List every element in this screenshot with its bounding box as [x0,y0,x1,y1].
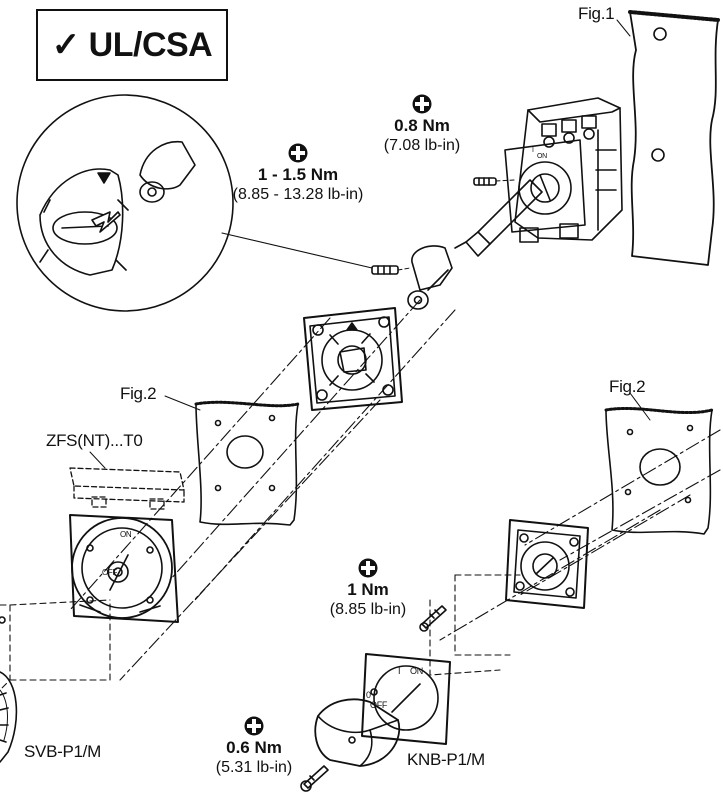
fig2-right-label: Fig.2 [609,377,646,396]
switch-on-mark: ON [537,153,547,160]
fig2-left-label: Fig.2 [120,384,157,403]
torque-spec-switch: 0.8 Nm (7.08 lb-in) [376,94,468,156]
zfs-cover [69,451,185,510]
torque-value: 0.8 Nm [394,116,450,135]
switch-mounting-screw [473,177,516,186]
fig1-label: Fig.1 [578,4,615,23]
certification-label: ✓ UL/CSA [51,26,213,64]
torque-imperial: (5.31 lb-in) [215,759,293,776]
plate-screw [419,605,447,632]
door-panel-right [604,392,714,535]
adapter-plate [303,307,403,411]
svb-on-mark: ON [120,530,132,539]
torque-spec-knob: 0.6 Nm (5.31 lb-in) [208,716,300,778]
zfs-label: ZFS(NT)...T0 [46,431,143,450]
door-panel-left [164,395,300,526]
extension-shaft [454,179,543,257]
mounting-rail-fig1 [616,10,720,266]
knb-front-plate [361,653,451,745]
torque-imperial: (8.85 lb-in) [329,601,407,618]
svb-label: SVB-P1/M [24,742,101,761]
phillips-screwdriver-icon [288,143,308,163]
torque-spec-handle: 1 - 1.5 Nm (8.85 - 13.28 lb-in) [223,143,373,205]
torque-value: 1 - 1.5 Nm [257,165,339,184]
switch-i-mark: I [532,147,534,154]
switch-body [504,97,623,243]
detail-callout [16,94,373,312]
knb-knob-handle [314,698,401,767]
knb-label: KNB-P1/M [407,750,485,769]
svb-knob [0,616,18,763]
knb-i-mark: I [398,666,401,676]
torque-value: 1 Nm [347,580,389,599]
svb-front-plate [69,514,179,623]
phillips-screwdriver-icon [412,94,432,114]
knb-adapter [505,519,589,609]
certification-box: ✓ UL/CSA [36,9,228,81]
phillips-screwdriver-icon [244,716,264,736]
torque-spec-plate: 1 Nm (8.85 lb-in) [322,558,414,620]
handle-coupling [407,245,453,310]
knob-screw [300,765,329,792]
svb-off-mark: OFF [102,568,118,577]
knb-o-mark: 0 [366,690,371,700]
torque-imperial: (7.08 lb-in) [383,137,461,154]
coupling-screw [371,265,411,275]
torque-imperial: (8.85 - 13.28 lb-in) [232,186,364,203]
knb-off-mark: OFF [370,700,388,710]
phillips-screwdriver-icon [358,558,378,578]
torque-value: 0.6 Nm [226,738,282,757]
knb-on-mark: ON [410,666,423,676]
